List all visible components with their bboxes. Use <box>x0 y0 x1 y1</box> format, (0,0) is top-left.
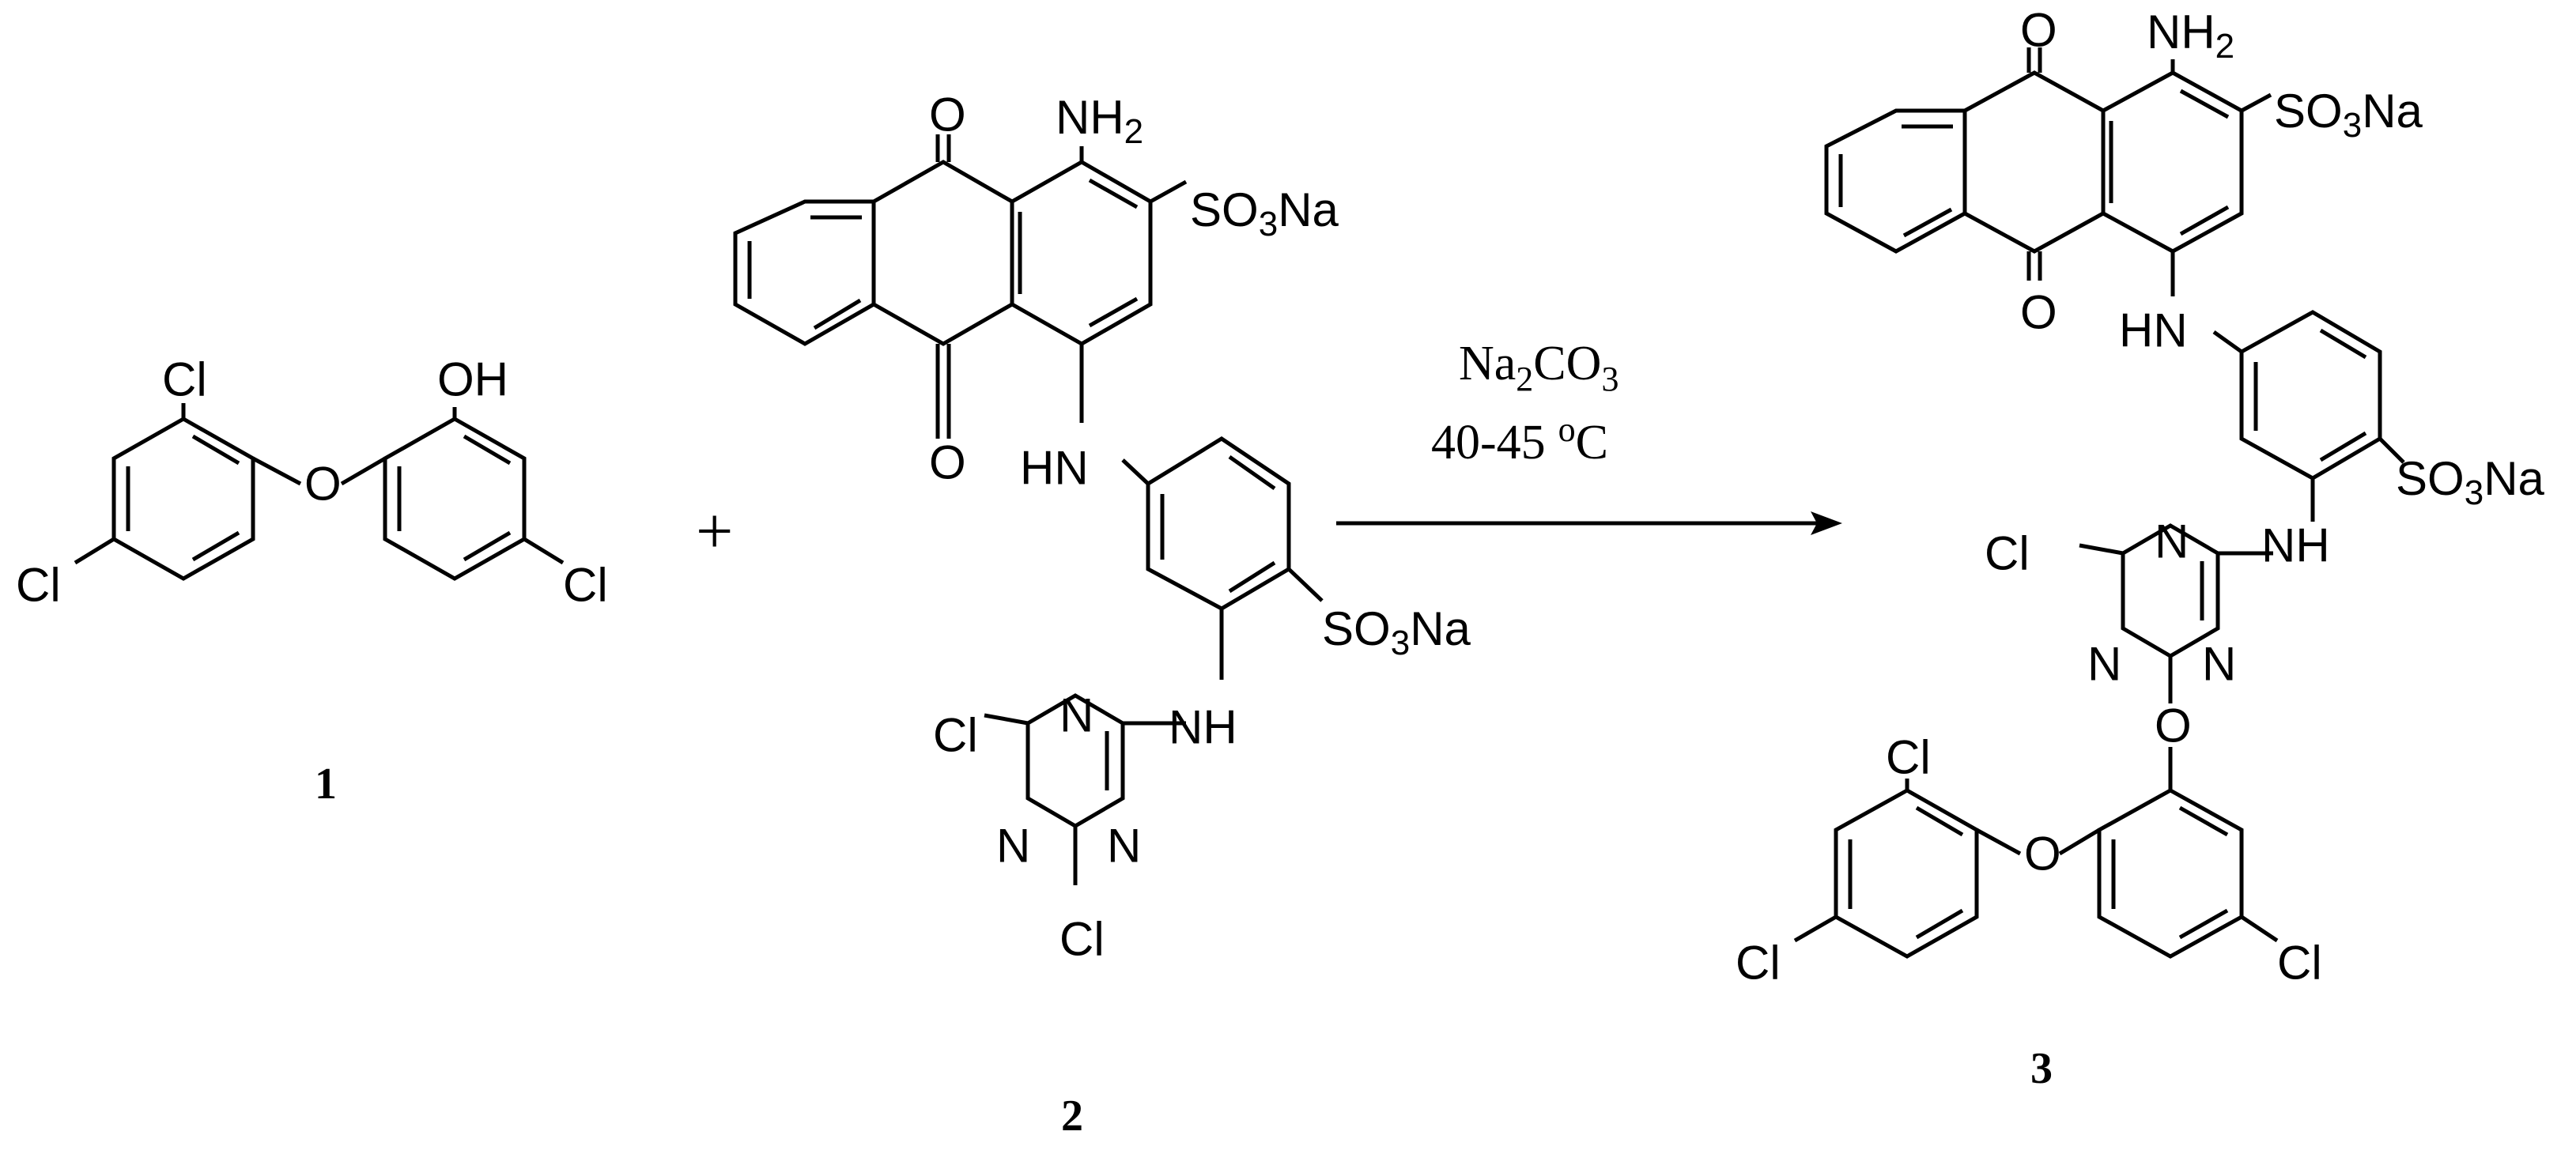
atom-nh: NH <box>2261 519 2330 572</box>
compound-2: O O NH2 SO3Na HN SO3Na NH Cl Cl N N N 2 <box>733 89 1471 1141</box>
atom-cl-bottom: Cl <box>1059 913 1105 966</box>
atom-so3na-ring: SO3Na <box>1322 602 1471 662</box>
ring-b-double <box>463 434 512 466</box>
ether-bond <box>1975 828 2022 856</box>
atom-cl-left: Cl <box>933 709 978 762</box>
cl-bond <box>1793 914 1838 943</box>
atom-n: N <box>2087 638 2121 691</box>
ring-aniline-bonds <box>2239 310 2382 481</box>
atom-oh: OH <box>437 353 508 406</box>
ring-double <box>2178 805 2229 837</box>
so3na-bond <box>2240 92 2272 113</box>
atom-ether-o: O <box>304 458 342 511</box>
reagent-label: Na2CO3 <box>1459 337 1618 398</box>
ring-double <box>2179 205 2230 236</box>
ring-a-bonds <box>1834 788 1979 959</box>
compound-number-1: 1 <box>315 760 337 809</box>
cl-bond <box>2079 543 2124 556</box>
triazine-bonds <box>2121 523 2220 658</box>
cl-bond <box>523 537 565 565</box>
ring-double <box>1915 805 1964 837</box>
ring-double <box>2178 908 2229 940</box>
ring-double <box>2319 328 2367 360</box>
ring-right-bonds <box>2102 70 2244 254</box>
cl-bond <box>74 537 115 565</box>
atom-n: N <box>2155 515 2189 568</box>
compound-3: O O NH2 SO3Na HN SO3Na NH Cl N N N O O C… <box>1736 4 2545 1094</box>
arrow-head <box>1811 511 1842 535</box>
atom-cl-top: Cl <box>1886 731 1931 784</box>
atom-ether-o: O <box>2024 828 2061 881</box>
ring-b-bonds <box>383 417 527 581</box>
atom-hn: HN <box>1020 442 1089 495</box>
ring-right-bonds <box>1010 160 1153 346</box>
atom-cl-right: Cl <box>2277 937 2322 990</box>
so3na-bond <box>1149 179 1188 204</box>
atom-nh2: NH2 <box>2147 6 2234 66</box>
atom-o-bottom: O <box>929 436 966 489</box>
ring-double <box>1902 207 1953 238</box>
cl-bond <box>984 713 1029 726</box>
ring-b-bonds <box>2097 788 2244 959</box>
cl-bond <box>2240 914 2279 943</box>
ring-a-double <box>191 434 240 466</box>
atom-cl-triazine: Cl <box>1985 527 2030 580</box>
atom-o-top: O <box>2020 4 2057 57</box>
ether-bond <box>251 456 302 486</box>
compound-number-2: 2 <box>1061 1092 1083 1141</box>
atom-o-link: O <box>2155 700 2192 752</box>
atom-n: N <box>996 820 1030 873</box>
so3na-bond <box>2378 437 2405 464</box>
hn-bond <box>1121 458 1150 485</box>
ring-center-bonds <box>1963 70 2106 254</box>
triazine-bonds <box>1025 693 1125 828</box>
atom-cl-right: Cl <box>563 559 608 612</box>
atom-n: N <box>2202 638 2236 691</box>
ring-double <box>2179 89 2230 119</box>
ring-left-bonds <box>1824 108 1967 254</box>
ring-b-double <box>463 530 512 562</box>
ring-double <box>2319 431 2367 462</box>
compound-1: Cl Cl O OH Cl 1 <box>16 353 608 809</box>
atom-so3na-top: SO3Na <box>2274 85 2423 145</box>
plus-sign: + <box>696 495 733 568</box>
ring-double <box>1228 454 1276 491</box>
atom-so3na-ring: SO3Na <box>2396 452 2545 512</box>
atom-nh: NH <box>1169 701 1237 754</box>
ether-bond <box>340 456 387 486</box>
atom-cl-top: Cl <box>162 353 207 406</box>
atom-cl-left: Cl <box>16 559 61 612</box>
atom-n: N <box>1107 820 1141 873</box>
atom-nh2: NH2 <box>1056 91 1143 151</box>
atom-so3na-top: SO3Na <box>1190 183 1339 243</box>
ring-center-bonds <box>872 160 1014 346</box>
ring-a-double <box>191 530 240 562</box>
ring-aniline-bonds <box>1146 436 1291 611</box>
ring-double <box>1088 178 1139 209</box>
ether-bond <box>2058 828 2101 856</box>
compound-number-3: 3 <box>2030 1044 2053 1093</box>
atom-o-top: O <box>929 89 966 141</box>
atom-cl-left: Cl <box>1736 937 1781 990</box>
ring-left-bonds <box>733 199 876 346</box>
atom-hn: HN <box>2119 304 2188 357</box>
ring-double <box>1088 296 1139 328</box>
ring-double <box>1228 560 1276 594</box>
ring-double <box>1915 908 1964 940</box>
ring-double <box>813 298 862 330</box>
atom-o-bottom: O <box>2020 286 2057 339</box>
hn-bond <box>2212 330 2243 354</box>
so3na-bond <box>1287 568 1324 602</box>
atom-n: N <box>1059 689 1093 742</box>
ring-a-bonds <box>111 417 255 581</box>
